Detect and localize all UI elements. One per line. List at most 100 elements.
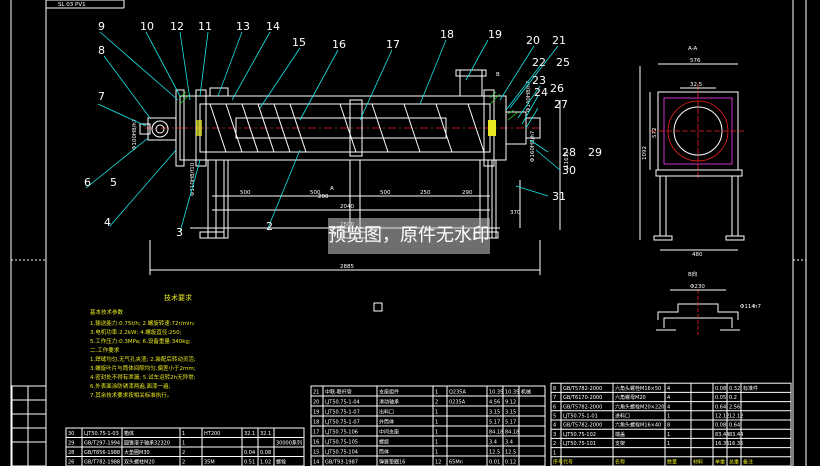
table-cell: 83.44 <box>729 432 743 438</box>
table-cell: 材料 <box>693 459 703 466</box>
table-cell: 0.08 <box>715 423 726 429</box>
part-labels: 9 10 12 11 13 14 15 16 17 18 19 20 21 8 … <box>84 20 602 239</box>
table-cell: 84.18 <box>505 430 519 436</box>
table-cell: 标准件 <box>743 385 758 392</box>
table-cell: 84.18 <box>489 430 503 436</box>
table-cell: 名称 <box>615 459 625 466</box>
table-cell: 0.64 <box>715 404 726 410</box>
part-label: 16 <box>332 38 346 51</box>
table-cell: 数量 <box>667 459 677 466</box>
table-cell: 2 <box>182 450 185 456</box>
table-cell: 3.15 <box>505 410 516 416</box>
part-label: 9 <box>98 20 105 33</box>
dim-dia-left: Φ100H8/h7 <box>132 118 138 150</box>
table-cell: 3.4 <box>505 440 513 446</box>
table-cell: 0.04 <box>244 450 255 456</box>
table-cell: 19 <box>313 410 319 416</box>
part-label: 17 <box>386 38 400 51</box>
table-cell: 筒体 <box>379 449 389 456</box>
table-cell: LJT50.75-104 <box>325 450 358 456</box>
table-cell: 16.36 <box>729 441 743 447</box>
table-cell: 六角头螺栓M16×40 <box>615 422 661 429</box>
table-cell: 8 <box>667 423 670 429</box>
table-cell: 中联-联杆管 <box>325 389 352 396</box>
section-overall-height: 1092 <box>642 146 648 160</box>
view-mark: B <box>496 72 500 78</box>
table-cell: 箱体 <box>124 430 134 437</box>
leader-lines <box>85 31 561 233</box>
table-cell: 35M <box>204 460 215 466</box>
dim-small-left: 200 <box>318 194 329 200</box>
table-cell: 4 <box>667 395 670 401</box>
part-label: 27 <box>554 98 568 111</box>
table-cell: 21 <box>313 390 319 396</box>
table-cell: GB/T782-1988 <box>84 460 120 466</box>
detail-dim3: h7 <box>754 304 761 310</box>
note-line: 5.工作压力:0.3MPa; 6.设备重量:340kg; <box>90 337 191 345</box>
note-line: 1.输送能力:0.75t/h; 2.螺旋转速:72r/min; <box>90 319 195 327</box>
table-cell: 5.17 <box>505 420 516 426</box>
table-cell: 32.1 <box>244 431 255 437</box>
header-code: SL 03 PV1 <box>58 2 86 8</box>
notes-heading: 技术要求 <box>164 293 192 302</box>
table-cell: Q235A <box>449 390 466 396</box>
table-cell: GB/T297-1994 <box>84 441 120 447</box>
table-cell: 0.64 <box>729 423 740 429</box>
table-cell: 1 <box>182 441 185 447</box>
part-label: 24 <box>534 86 548 99</box>
note-line: 3.电机功率:2.2kW; 4.螺旋直径:250; <box>90 328 182 336</box>
table-frame <box>550 382 792 466</box>
notes-subheading: 基本技术参数 <box>90 308 124 316</box>
table-cell: 螺栓 <box>276 459 286 466</box>
section-view: A-A 576 32.5 572 1092 480 <box>639 46 746 258</box>
detail-title: B向 <box>688 270 697 278</box>
table-cell: 1 <box>435 450 438 456</box>
table-cell: 1 <box>435 430 438 436</box>
watermark: 预览图，原件无水印 <box>328 218 490 254</box>
table-cell: 83.44 <box>715 432 729 438</box>
table-cell: 10.35 <box>489 390 503 396</box>
table-cell: 六角头螺栓M16×50 <box>615 385 661 392</box>
table-cell: 17 <box>313 430 319 436</box>
sheet-frame <box>10 0 807 466</box>
table-cell: 圆锥滚子轴承32320 <box>124 440 170 447</box>
table-cell: 65Mn <box>449 460 463 466</box>
section-sub-dim: 32.5 <box>690 82 703 88</box>
dim-d3: 250 <box>420 190 431 196</box>
part-label: 8 <box>98 44 105 57</box>
note-line: 7.其余技术要求按相关标准执行。 <box>90 391 172 399</box>
dim-total-outer: 2885 <box>340 264 354 270</box>
dim-d4: 290 <box>462 190 473 196</box>
part-label: 29 <box>588 146 602 159</box>
section-height-dim: 572 <box>652 128 658 139</box>
table-cell: 0.51 <box>244 460 255 466</box>
part-label: 2 <box>266 220 273 233</box>
part-label: 3 <box>176 226 183 239</box>
dim-dia-left2: Φ110H8/f10 <box>190 162 196 196</box>
table-cell: 单重 <box>715 459 725 466</box>
table-cell: 14 <box>313 460 319 466</box>
table-cell: 外筒体 <box>379 419 394 426</box>
table-cell: 0.08 <box>260 450 271 456</box>
table-cell: 0.01 <box>489 460 500 466</box>
table-cell: 螺旋 <box>379 439 389 446</box>
part-label: 31 <box>552 190 566 203</box>
table-cell: 3.4 <box>489 440 497 446</box>
table-cell: 1 <box>435 410 438 416</box>
table-cell: 1 <box>667 441 670 447</box>
table-cell: 大垫圈M30 <box>124 449 150 456</box>
dim-small-right: 370 <box>510 210 521 216</box>
table-cell: 0.32 <box>729 386 740 392</box>
dim-height-right: (1163) <box>564 152 570 170</box>
detail-dim2: Φ114 <box>740 304 755 310</box>
table-cell: 总重 <box>729 459 739 466</box>
part-label: 30 <box>562 164 576 177</box>
part-label: 5 <box>110 176 117 189</box>
table-cell: 1 <box>435 440 438 446</box>
table-cell: LJT50.75-101 <box>563 441 596 447</box>
part-label: 28 <box>562 146 576 159</box>
table-cell: 3.15 <box>489 410 500 416</box>
table-cell: 4 <box>667 404 670 410</box>
part-label: 7 <box>98 90 105 103</box>
